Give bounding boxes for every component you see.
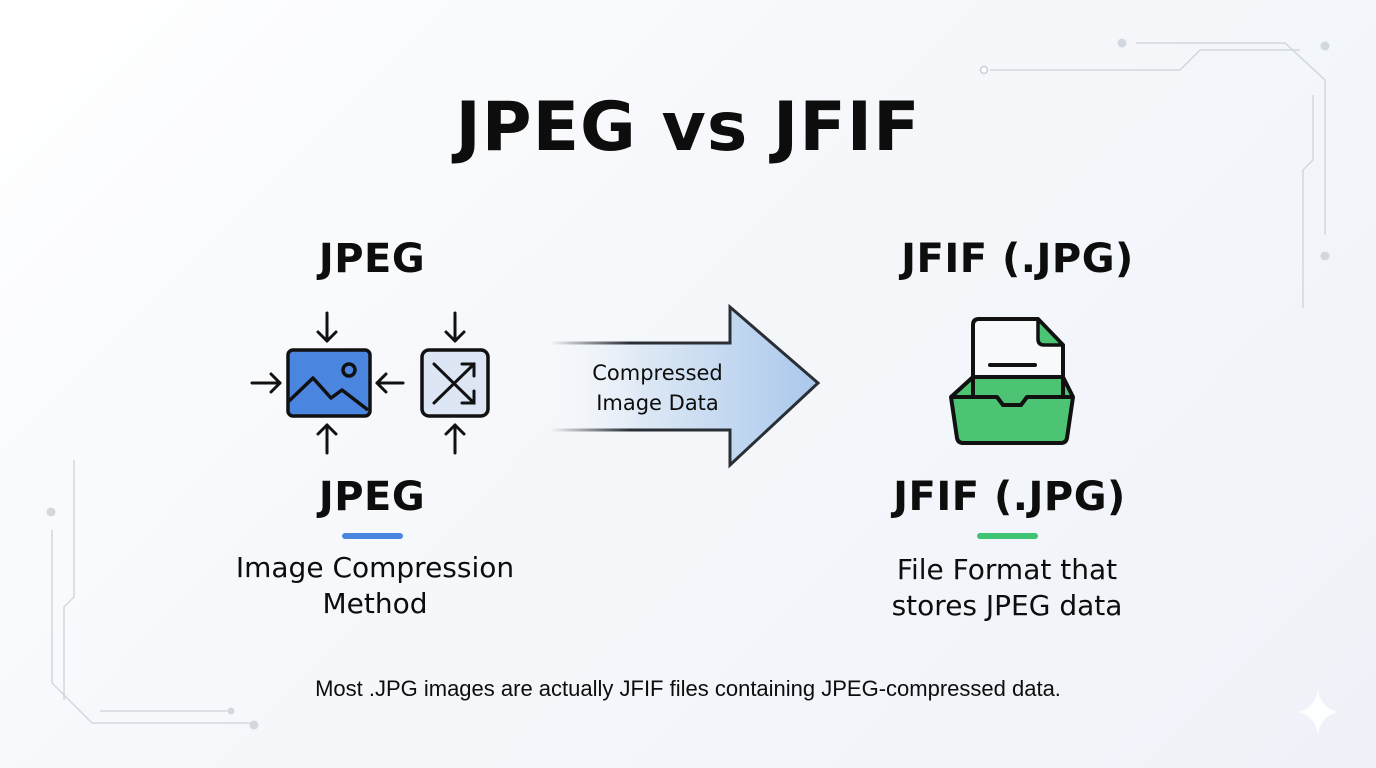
arrow-label: Compressed Image Data — [570, 358, 745, 418]
jpeg-label: JPEG — [318, 474, 426, 520]
jpeg-description: Image Compression Method — [200, 550, 550, 622]
jfif-description-line1: File Format that — [896, 553, 1118, 586]
page-title: JPEG vs JFIF — [455, 88, 921, 167]
jpeg-heading: JPEG — [318, 236, 426, 282]
shuffle-compress-icon — [420, 348, 490, 418]
jfif-heading: JFIF (.JPG) — [901, 236, 1134, 282]
jfif-description: File Format that stores JPEG data — [832, 552, 1182, 624]
file-tray-icon — [949, 317, 1075, 445]
footer-note: Most .JPG images are actually JFIF files… — [315, 676, 1061, 701]
arrow-label-line1: Compressed — [592, 361, 723, 385]
jfif-label: JFIF (.JPG) — [893, 474, 1126, 520]
compress-arrows-icon — [250, 311, 466, 455]
flow-arrow — [550, 303, 821, 469]
arrow-label-line2: Image Data — [596, 391, 719, 415]
image-icon — [286, 348, 372, 418]
jfif-accent-bar — [977, 533, 1038, 539]
jpeg-description-line2: Method — [322, 587, 428, 620]
jfif-description-line2: stores JPEG data — [891, 589, 1123, 622]
jpeg-accent-bar — [342, 533, 403, 539]
jpeg-description-line1: Image Compression — [235, 551, 515, 584]
